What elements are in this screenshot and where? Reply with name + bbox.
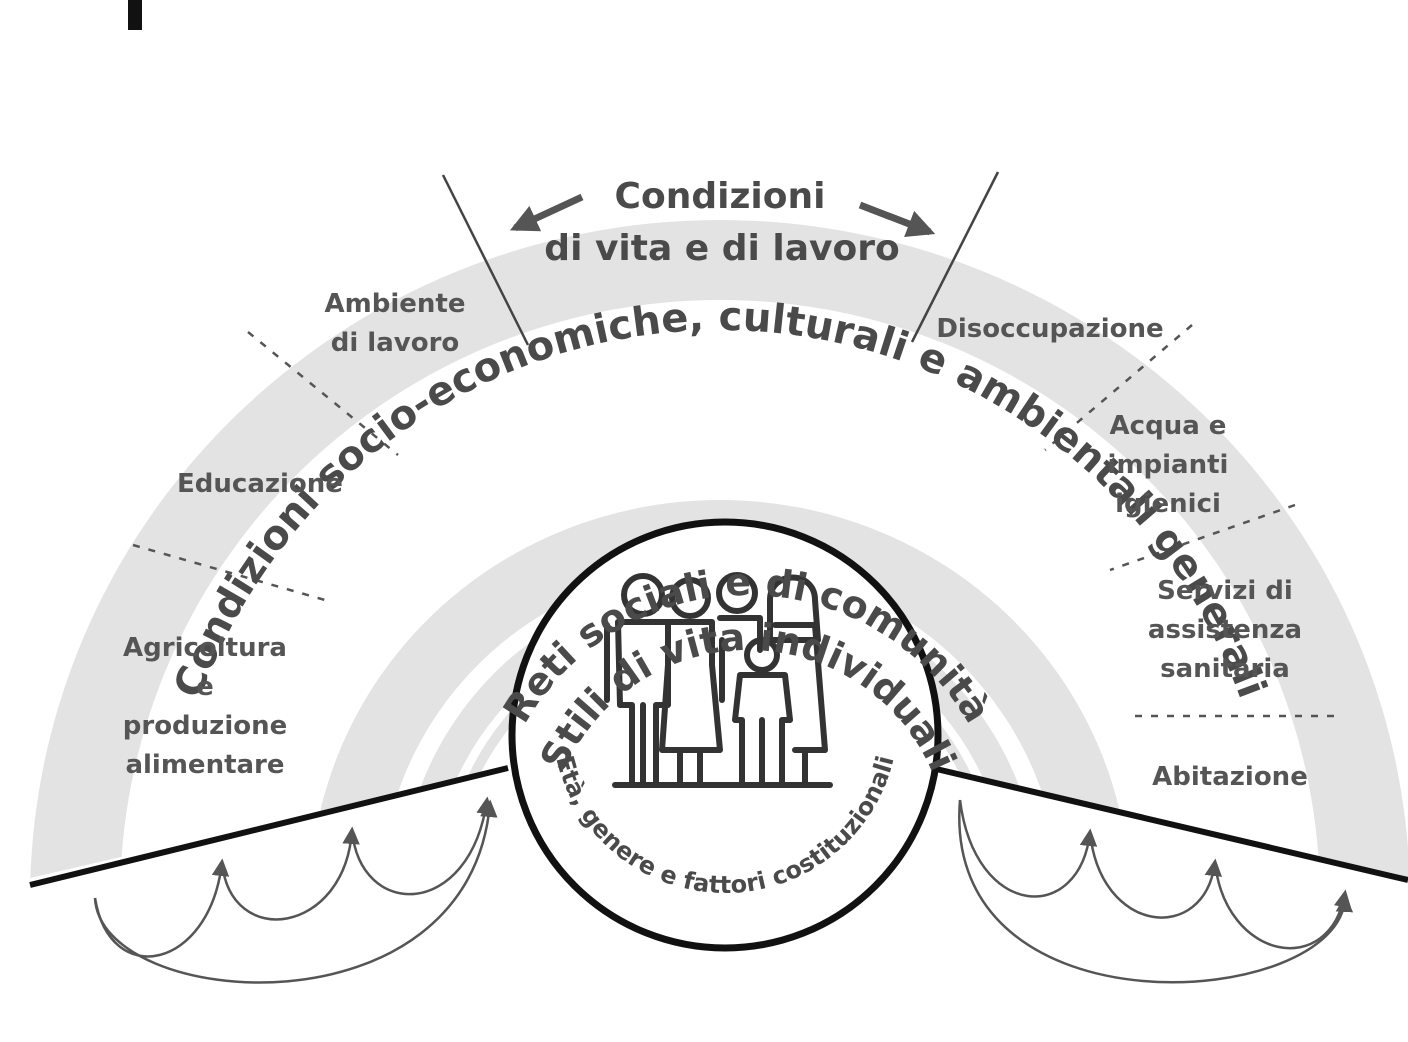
corner-mark [128,0,142,30]
sector-label-left-0-line: Ambiente [325,289,466,319]
curved-arrow-icon [93,858,230,958]
divider-right [910,171,1000,343]
ground-line-left [29,765,509,888]
sector-label-left-2-line: Agricoltura [123,633,287,663]
curved-arrows-left [93,796,498,984]
curved-arrow-icon [958,799,1354,984]
sector-label-left-2: Agricoltura e produzione alimentare [123,633,287,780]
dash-right-2 [1109,503,1296,572]
curved-arrow-icon [350,796,494,896]
dash-left-1 [247,331,399,456]
divider-left [441,174,530,346]
sector-label-right-1-line: igienici [1115,489,1221,519]
arrow-right-icon [858,201,936,238]
arrow-left-icon [509,193,584,232]
social-band [310,500,1130,885]
curved-arrow-icon [1088,831,1222,919]
sector-label-right-1-line: impianti [1108,450,1229,480]
ground-line-right [931,765,1408,883]
sector-label-right-2: Servizi di assistenza sanitaria [1148,576,1302,684]
outer-band [30,220,1408,885]
bands [30,220,1408,885]
curved-arrows-right [958,799,1354,984]
sector-label-left-1-line: Educazione [177,469,343,499]
sector-label-left-0-line: di lavoro [331,328,460,358]
sector-label-left-2-line: e [196,672,214,702]
sector-label-right-2-line: sanitaria [1160,654,1290,684]
dash-right-1 [1044,324,1193,451]
family-icon [604,572,833,788]
sector-label-right-3: Abitazione [1152,762,1308,792]
sector-label-right-0-line: Disoccupazione [936,314,1163,344]
sector-label-left-2-line: alimentare [125,750,284,780]
curved-arrow-icon [1213,861,1352,950]
dash-left-2 [132,543,326,602]
sector-label-left-1: Educazione [177,469,343,499]
sector-label-right-2-line: assistenza [1148,615,1302,645]
curved-arrow-icon [93,799,498,984]
living-title-line2: di vita e di lavoro [544,228,899,269]
sector-label-left-0: Ambiente di lavoro [325,289,466,358]
sector-label-left-2-line: produzione [123,711,287,741]
sector-label-right-1-line: Acqua e [1110,411,1227,441]
sector-label-right-3-line: Abitazione [1152,762,1308,792]
curved-arrow-icon [958,799,1098,898]
curved-arrow-icon [220,826,360,921]
sector-label-right-1: Acqua e impianti igienici [1108,411,1229,519]
living-title-line1: Condizioni [615,176,826,217]
sector-label-right-2-line: Servizi di [1157,576,1293,606]
sector-label-right-0: Disoccupazione [936,314,1163,344]
